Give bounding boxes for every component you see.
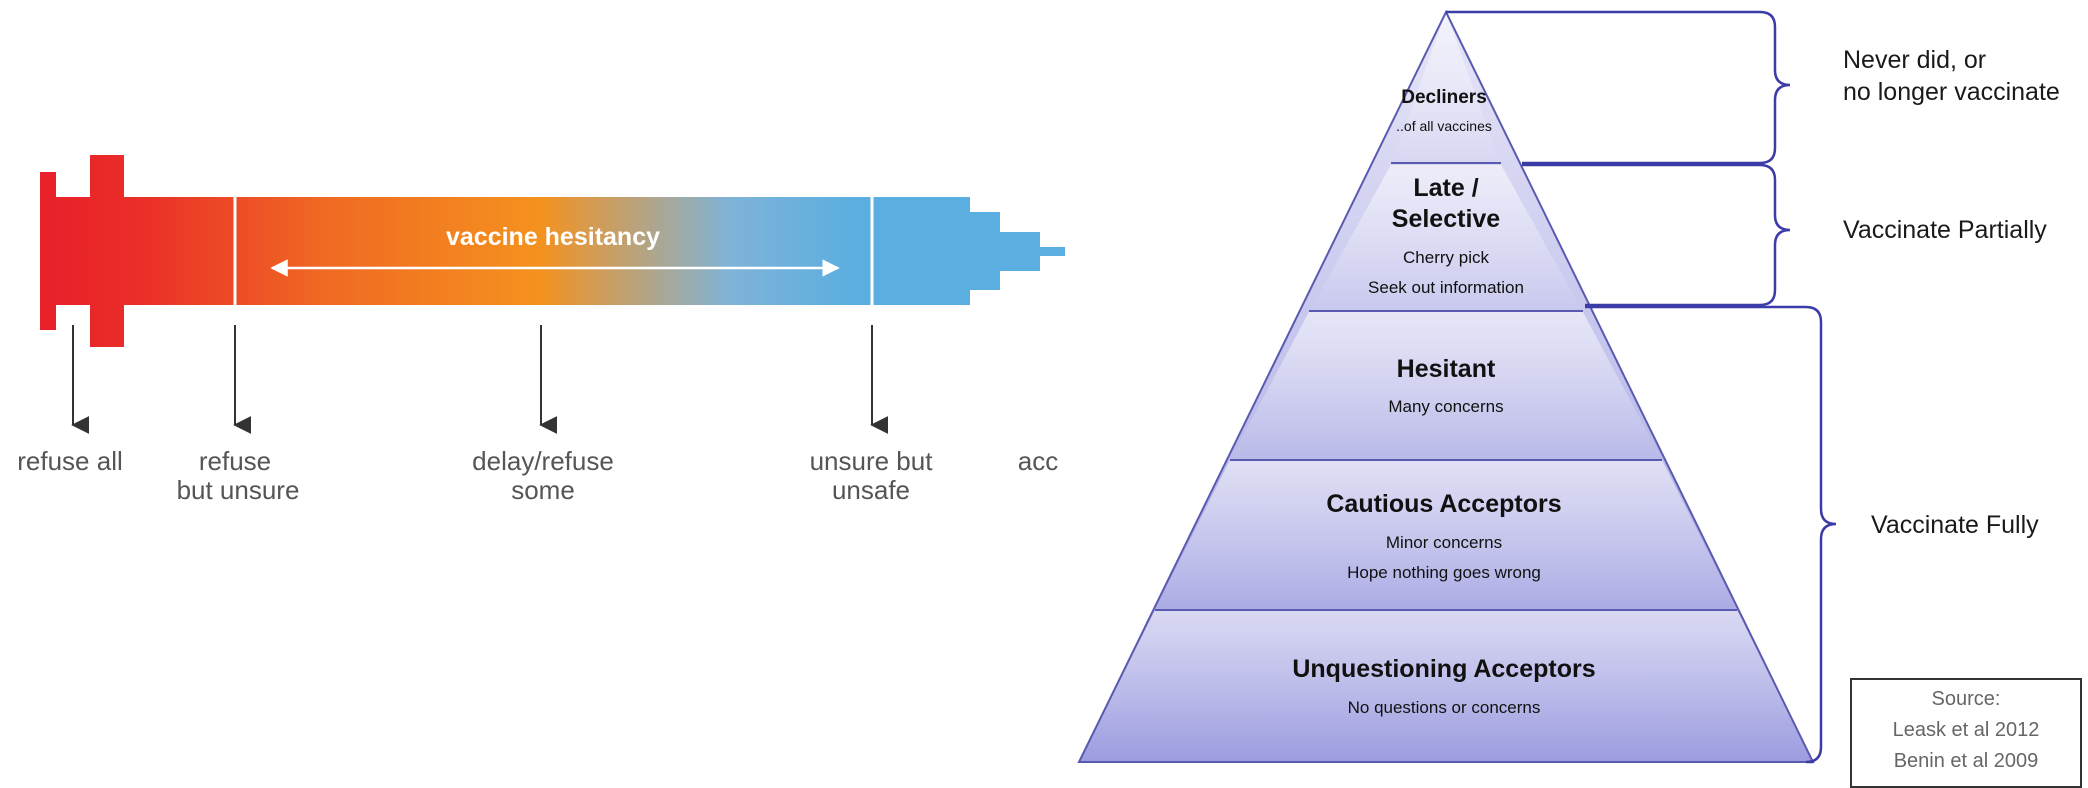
bracket-partially (1522, 163, 1791, 307)
tier-sub-unquestioning-acceptors: No questions or concerns (1348, 698, 1541, 717)
tier-title-unquestioning-acceptors: Unquestioning Acceptors (1292, 655, 1595, 683)
tier-sub-cautious-acceptors-1: Minor concerns (1386, 533, 1502, 552)
bracket-label-never-did-l2: no longer vaccinate (1843, 78, 2060, 106)
bracket-never-did (1446, 10, 1791, 165)
tier-title-late-selective-l1: Late / (1413, 174, 1478, 202)
tier-hesitant (1230, 312, 1662, 460)
syringe-graphic: vaccine hesitancy refuse all refuse but … (17, 155, 1065, 505)
tier-decliners (1391, 12, 1501, 165)
tier-sub-late-selective-1: Cherry pick (1403, 248, 1489, 267)
bracket-label-fully: Vaccinate Fully (1871, 511, 2039, 539)
syringe-label-refuse-but-unsure-l2: but unsure (177, 475, 300, 505)
bracket-label-never-did-l1: Never did, or (1843, 46, 1986, 74)
tier-cautious-acceptors (1155, 460, 1737, 610)
syringe-label-delay-refuse-l2: some (511, 475, 575, 505)
source-box: Source: Leask et al 2012 Benin et al 200… (1850, 678, 2082, 788)
tier-sub-hesitant: Many concerns (1388, 397, 1503, 416)
brackets (1446, 10, 1837, 764)
tier-sub-cautious-acceptors-2: Hope nothing goes wrong (1347, 563, 1541, 582)
source-ref-1: Leask et al 2012 (1892, 719, 2040, 741)
syringe-body (40, 155, 1065, 347)
syringe-label-accept-cropped: acc (1018, 446, 1058, 476)
syringe-label-unsure-but-unsafe-l1: unsure but (810, 446, 934, 476)
syringe-title: vaccine hesitancy (446, 223, 660, 251)
syringe-label-delay-refuse-l1: delay/refuse (472, 446, 614, 476)
tier-late-selective (1309, 165, 1583, 312)
tier-sub-late-selective-2: Seek out information (1368, 278, 1524, 297)
syringe-label-unsure-but-unsafe-l2: unsafe (832, 475, 910, 505)
tier-title-hesitant: Hesitant (1397, 355, 1496, 383)
source-heading: Source: (1931, 688, 2001, 710)
syringe-label-refuse-all: refuse all (17, 446, 123, 476)
tier-sub-decliners: ..of all vaccines (1396, 118, 1492, 134)
tier-title-decliners: Decliners (1401, 87, 1487, 108)
diagram-canvas: vaccine hesitancy refuse all refuse but … (17, 0, 2060, 771)
source-ref-2: Benin et al 2009 (1893, 750, 2039, 772)
bracket-label-partially: Vaccinate Partially (1843, 216, 2047, 244)
tier-title-late-selective-l2: Selective (1392, 205, 1501, 233)
pyramid-outline (1077, 9, 1815, 763)
pyramid: Decliners ..of all vaccines Late / Selec… (1077, 9, 1815, 763)
tier-title-cautious-acceptors: Cautious Acceptors (1326, 490, 1561, 518)
syringe-label-refuse-but-unsure-l1: refuse (199, 446, 271, 476)
syringe-crop-mask (1068, 0, 1088, 771)
bracket-fully (1585, 305, 1837, 764)
tier-unquestioning-acceptors (1079, 610, 1813, 762)
